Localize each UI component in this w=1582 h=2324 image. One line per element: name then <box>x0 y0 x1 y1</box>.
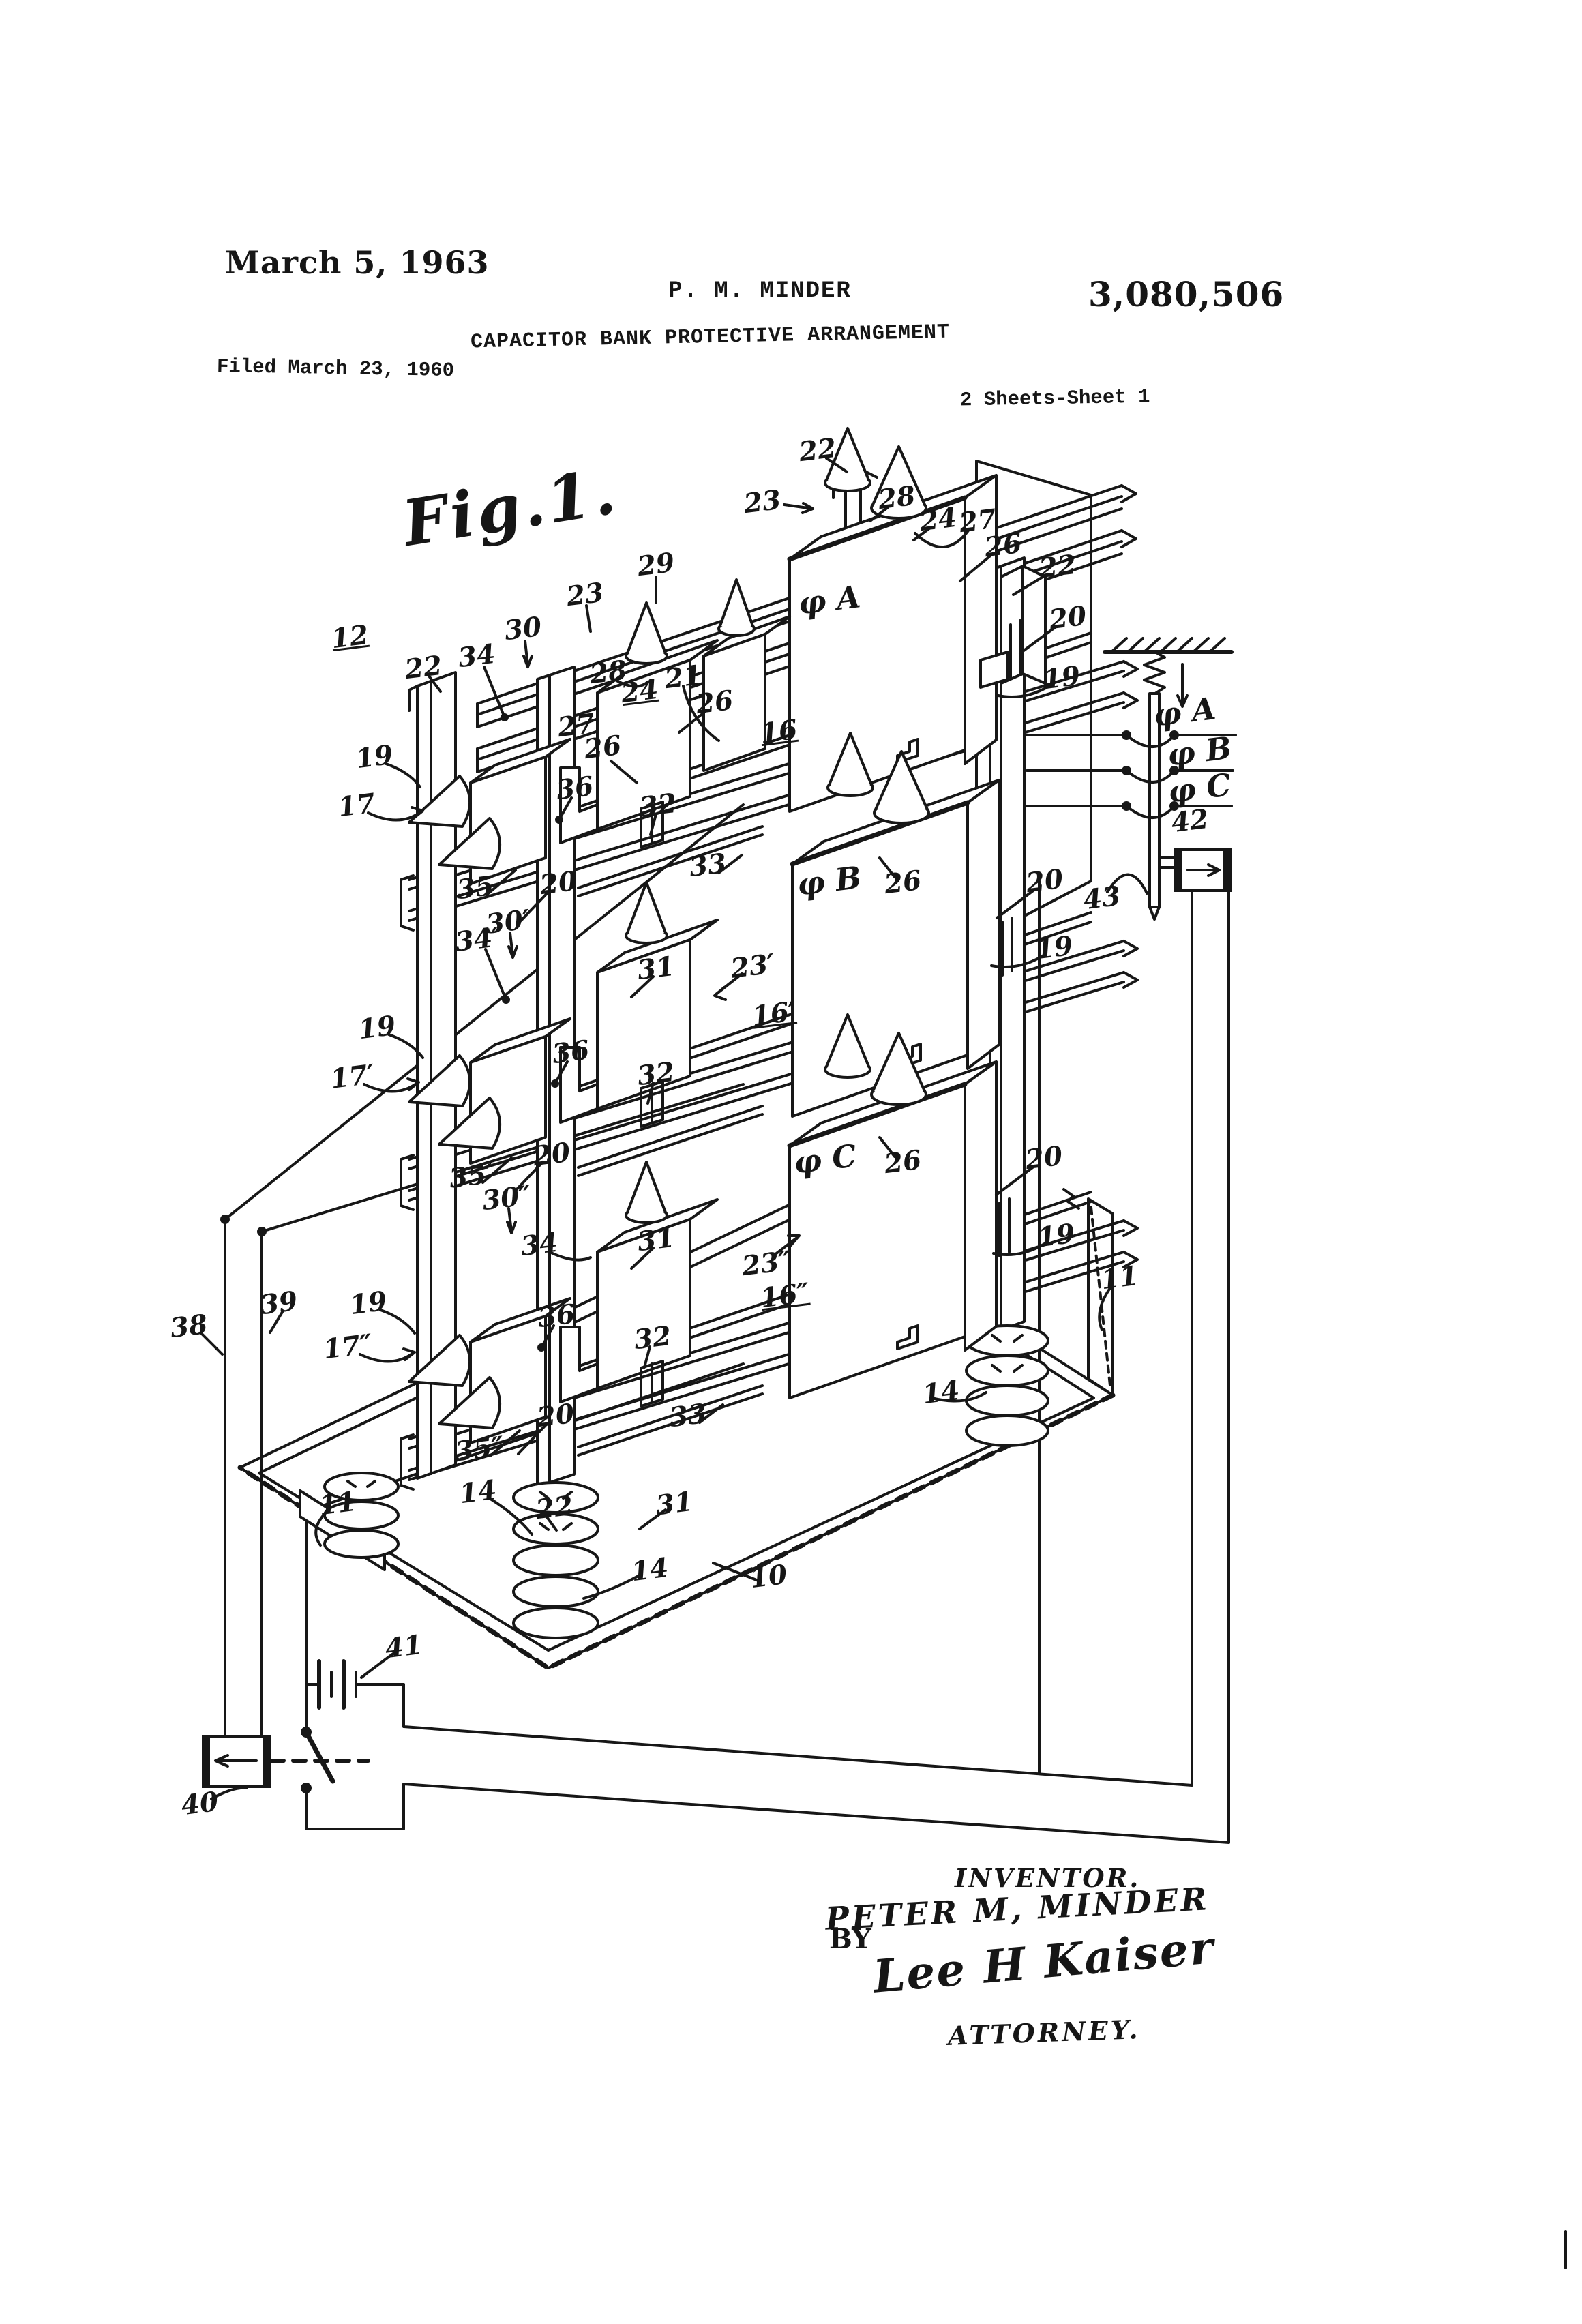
ref-label-22: 22 <box>797 432 838 468</box>
knife-switch-icon <box>301 1683 335 1793</box>
ref-label-31: 31 <box>636 950 676 987</box>
ref-label-36: 36 <box>536 1298 577 1335</box>
ref-label-16: 16 <box>758 713 799 750</box>
front-rod <box>536 666 576 1488</box>
leader-lines <box>200 457 1148 1800</box>
filing-date: Filed March 23, 1960 <box>216 355 455 383</box>
ref-label-31: 31 <box>636 1221 676 1258</box>
ref-label-19: 19 <box>354 739 395 775</box>
ref-label-34: 34 <box>519 1226 560 1263</box>
ref-label-32: 32 <box>636 1056 676 1092</box>
ref-label-19: 19 <box>1041 659 1082 696</box>
ref-label-34: 34 <box>456 638 497 674</box>
wiring-plane <box>975 460 1092 1775</box>
ref-label-26: 26 <box>694 684 735 721</box>
ref-label-12: 12 <box>329 619 370 655</box>
ref-label-19: 19 <box>348 1285 389 1322</box>
ref-label-30″: 30″ <box>480 1179 533 1217</box>
ref-label-41: 41 <box>383 1628 424 1665</box>
ref-label-22: 22 <box>403 649 444 686</box>
inventor-heading: INVENTOR. <box>955 1863 1141 1893</box>
mid-capacitor-units <box>596 578 791 1390</box>
shelf-rails <box>400 660 1139 1491</box>
ref-label-14: 14 <box>458 1474 498 1510</box>
ref-label-20: 20 <box>1047 599 1088 636</box>
center-insulator-stack <box>512 1481 599 1639</box>
ref-label-24: 24 <box>918 501 959 538</box>
ref-label-33: 33 <box>668 1397 708 1434</box>
inventor-short-name: P. M. MINDER <box>668 278 852 304</box>
ground-symbol <box>1103 637 1234 654</box>
ref-label-23′: 23′ <box>729 948 777 985</box>
ref-label-26: 26 <box>882 864 923 901</box>
ref-label-24: 24 <box>619 673 660 710</box>
latch-strips <box>998 917 1013 1257</box>
ref-label-35: 35 <box>455 869 496 906</box>
ref-label-20: 20 <box>1024 1139 1064 1176</box>
ref-label-40: 40 <box>179 1785 220 1822</box>
battery-icon <box>305 1659 357 1710</box>
ref-label-26: 26 <box>582 729 623 766</box>
ref-label-14: 14 <box>629 1551 670 1588</box>
ref-label-26: 26 <box>882 1144 923 1180</box>
corner-angle-and-latch <box>979 565 1047 689</box>
ref-label-20: 20 <box>1024 863 1065 899</box>
ref-label-28: 28 <box>876 479 917 516</box>
ref-label-32: 32 <box>632 1320 673 1356</box>
ref-label-23″: 23″ <box>740 1245 793 1283</box>
ref-label-17: 17 <box>336 787 377 824</box>
ref-label-33: 33 <box>687 847 728 884</box>
ref-label-10: 10 <box>748 1558 789 1595</box>
left-bushing-assemblies <box>408 738 764 1457</box>
phase-a-capacitor-unit <box>787 427 998 813</box>
ref-label-19: 19 <box>357 1009 398 1046</box>
ref-label-22: 22 <box>534 1489 575 1526</box>
ref-label-26: 26 <box>983 527 1024 564</box>
ref-label-32: 32 <box>638 787 678 824</box>
ref-label-36: 36 <box>554 770 595 807</box>
ref-label-φA: φ A <box>1151 690 1218 734</box>
phase-c-capacitor-unit <box>787 1013 998 1399</box>
ref-label-19: 19 <box>1036 1217 1077 1254</box>
ref-label-43: 43 <box>1081 880 1122 917</box>
ref-label-16″: 16″ <box>758 1277 811 1315</box>
ref-label-16′: 16′ <box>750 996 798 1032</box>
actuator-box-42 <box>1158 848 1232 892</box>
left-insulator-stack <box>323 1472 400 1559</box>
right-insulator-stack <box>965 1324 1049 1447</box>
ref-label-29: 29 <box>636 546 676 583</box>
ref-label-11: 11 <box>317 1485 358 1522</box>
ref-label-30: 30 <box>503 610 543 647</box>
ref-label-20: 20 <box>535 1397 576 1434</box>
ref-label-34′: 34′ <box>453 921 501 958</box>
phase-b-capacitor-unit <box>790 732 1000 1118</box>
ref-label-17″: 17″ <box>321 1328 374 1366</box>
ref-label-39: 39 <box>258 1285 299 1322</box>
ref-label-11: 11 <box>1099 1260 1140 1296</box>
sheet-info: 2 Sheets-Sheet 1 <box>959 385 1150 412</box>
ref-label-19: 19 <box>1034 929 1075 966</box>
ref-label-20: 20 <box>538 865 579 902</box>
ref-label-φA: φ A <box>796 578 863 622</box>
ref-label-23: 23 <box>565 576 606 613</box>
ref-label-17′: 17′ <box>329 1058 376 1095</box>
ref-label-φC: φ C <box>1166 766 1233 810</box>
ref-label-14: 14 <box>921 1374 961 1411</box>
ref-label-31: 31 <box>654 1485 695 1522</box>
ref-label-35″: 35″ <box>453 1430 506 1468</box>
ref-label-36: 36 <box>550 1034 591 1071</box>
ref-label-22: 22 <box>1037 548 1078 585</box>
bottom-circuit-wires <box>305 891 1230 1844</box>
ref-label-23: 23 <box>742 483 783 520</box>
patent-number: 3,080,506 <box>1088 274 1285 314</box>
ref-label-20: 20 <box>531 1136 572 1173</box>
page-date: March 5, 1963 <box>225 244 490 281</box>
by-label: BY <box>829 1923 871 1955</box>
relay-box-40 <box>202 1735 370 1788</box>
phase-contacts <box>1026 730 1237 819</box>
ref-label-38: 38 <box>168 1308 209 1345</box>
ref-label-φC: φ C <box>792 1137 859 1181</box>
